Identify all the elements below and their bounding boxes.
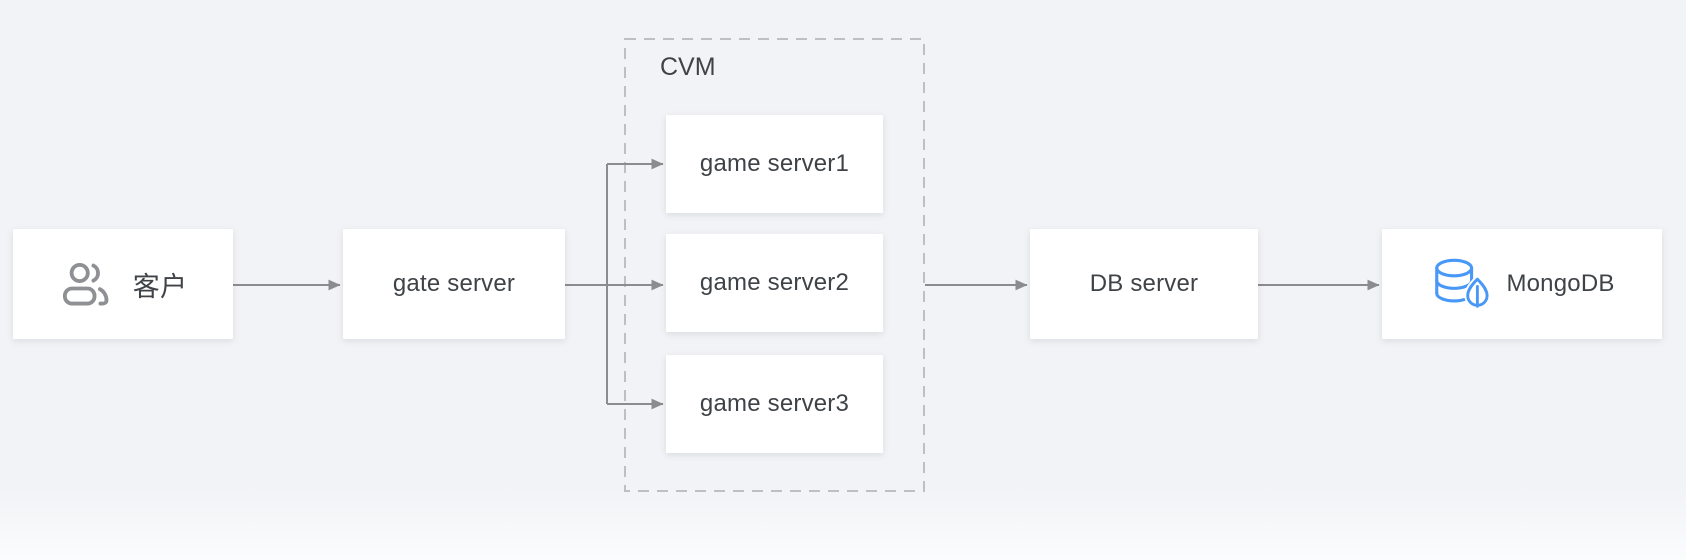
node-gate-server-label: gate server xyxy=(392,270,516,297)
cvm-group-label: CVM xyxy=(660,53,716,81)
node-gate-server: gate server xyxy=(343,229,565,339)
node-mongodb: MongoDB xyxy=(1382,229,1662,339)
node-game-server2-label: game server2 xyxy=(699,269,850,296)
node-db-server: DB server xyxy=(1030,229,1258,339)
node-customer: 客户 xyxy=(13,229,233,339)
node-db-server-label: DB server xyxy=(1089,270,1199,297)
node-game-server3: game server3 xyxy=(666,355,883,453)
node-game-server1-label: game server1 xyxy=(699,150,850,177)
node-mongodb-label: MongoDB xyxy=(1506,270,1615,297)
users-icon xyxy=(62,262,109,306)
node-game-server3-label: game server3 xyxy=(699,390,850,417)
node-game-server2: game server2 xyxy=(666,234,883,332)
mongodb-database-leaf-icon xyxy=(1435,258,1490,309)
cvm-group: CVM xyxy=(624,38,925,492)
node-customer-label: 客户 xyxy=(132,271,188,302)
node-game-server1: game server1 xyxy=(666,115,883,213)
